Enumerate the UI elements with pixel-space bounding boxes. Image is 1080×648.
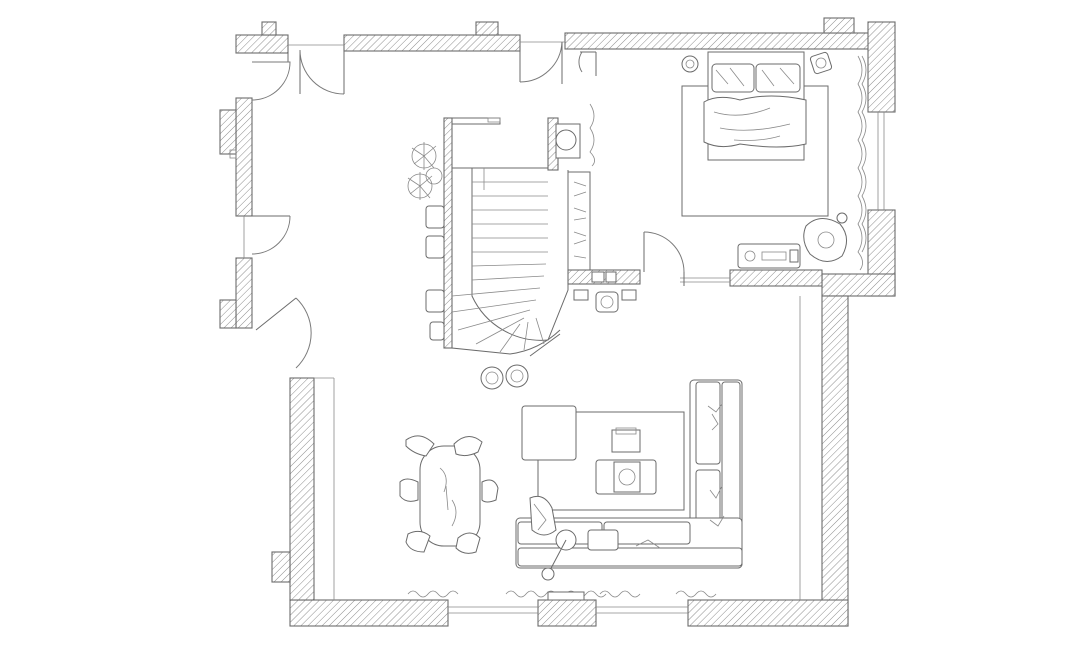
bed — [703, 51, 807, 161]
staircase — [451, 117, 569, 357]
coffee-table — [595, 427, 657, 495]
wall-left-upper-nub — [219, 109, 237, 155]
wall-right-living — [821, 295, 849, 627]
dining-chairs — [399, 435, 499, 554]
wall-top-mid-nub — [475, 21, 499, 36]
dining-table — [419, 445, 481, 547]
wall-top-left-nub — [261, 21, 277, 36]
door-bedroom — [643, 231, 685, 286]
exterior-walls — [219, 17, 896, 627]
wall-top-right-nub — [823, 17, 855, 34]
wall-left-living — [289, 377, 315, 601]
floor-lamp — [541, 529, 619, 581]
wall-right-bedroom — [867, 21, 896, 113]
curtain-bedroom — [857, 55, 867, 271]
wall-left-living-nub — [271, 551, 291, 583]
wall-details — [229, 117, 501, 159]
column-round — [555, 123, 581, 159]
door-closet-top — [578, 51, 597, 76]
window-lines — [243, 41, 885, 614]
wall-stair-left — [443, 117, 453, 349]
plant-pot — [407, 142, 443, 200]
wall-left-upper — [235, 97, 253, 217]
door-left-lower — [255, 297, 312, 369]
door-top-center — [299, 49, 345, 95]
armchair-living — [529, 495, 557, 536]
wall-bottom-right — [687, 599, 849, 627]
armchair-bedroom — [803, 212, 848, 262]
wall-top-left — [235, 34, 289, 54]
wall-left-lower — [235, 257, 253, 329]
wall-bedroom-bottom — [729, 269, 823, 287]
door-left-side — [251, 215, 291, 255]
wall-top-mid — [343, 34, 521, 52]
stair-cabinets — [425, 205, 445, 341]
door-entry-top — [251, 50, 291, 101]
ottoman — [521, 405, 577, 461]
living-rug — [537, 411, 685, 511]
closet — [567, 103, 637, 313]
curtain-bottom — [407, 590, 717, 601]
door-top-right — [519, 41, 563, 84]
wall-right-step — [821, 273, 896, 297]
tv-console — [737, 243, 801, 269]
wall-left-lower-nub — [219, 299, 237, 329]
wall-bottom-left — [289, 599, 449, 627]
sofa-corner — [515, 379, 743, 569]
doors — [251, 41, 685, 369]
nightstand-lamp-right — [809, 51, 833, 75]
round-stools — [480, 364, 529, 390]
wall-bottom-center — [537, 599, 597, 627]
wall-top-right — [564, 32, 871, 50]
nightstand-lamp-left — [681, 55, 699, 73]
